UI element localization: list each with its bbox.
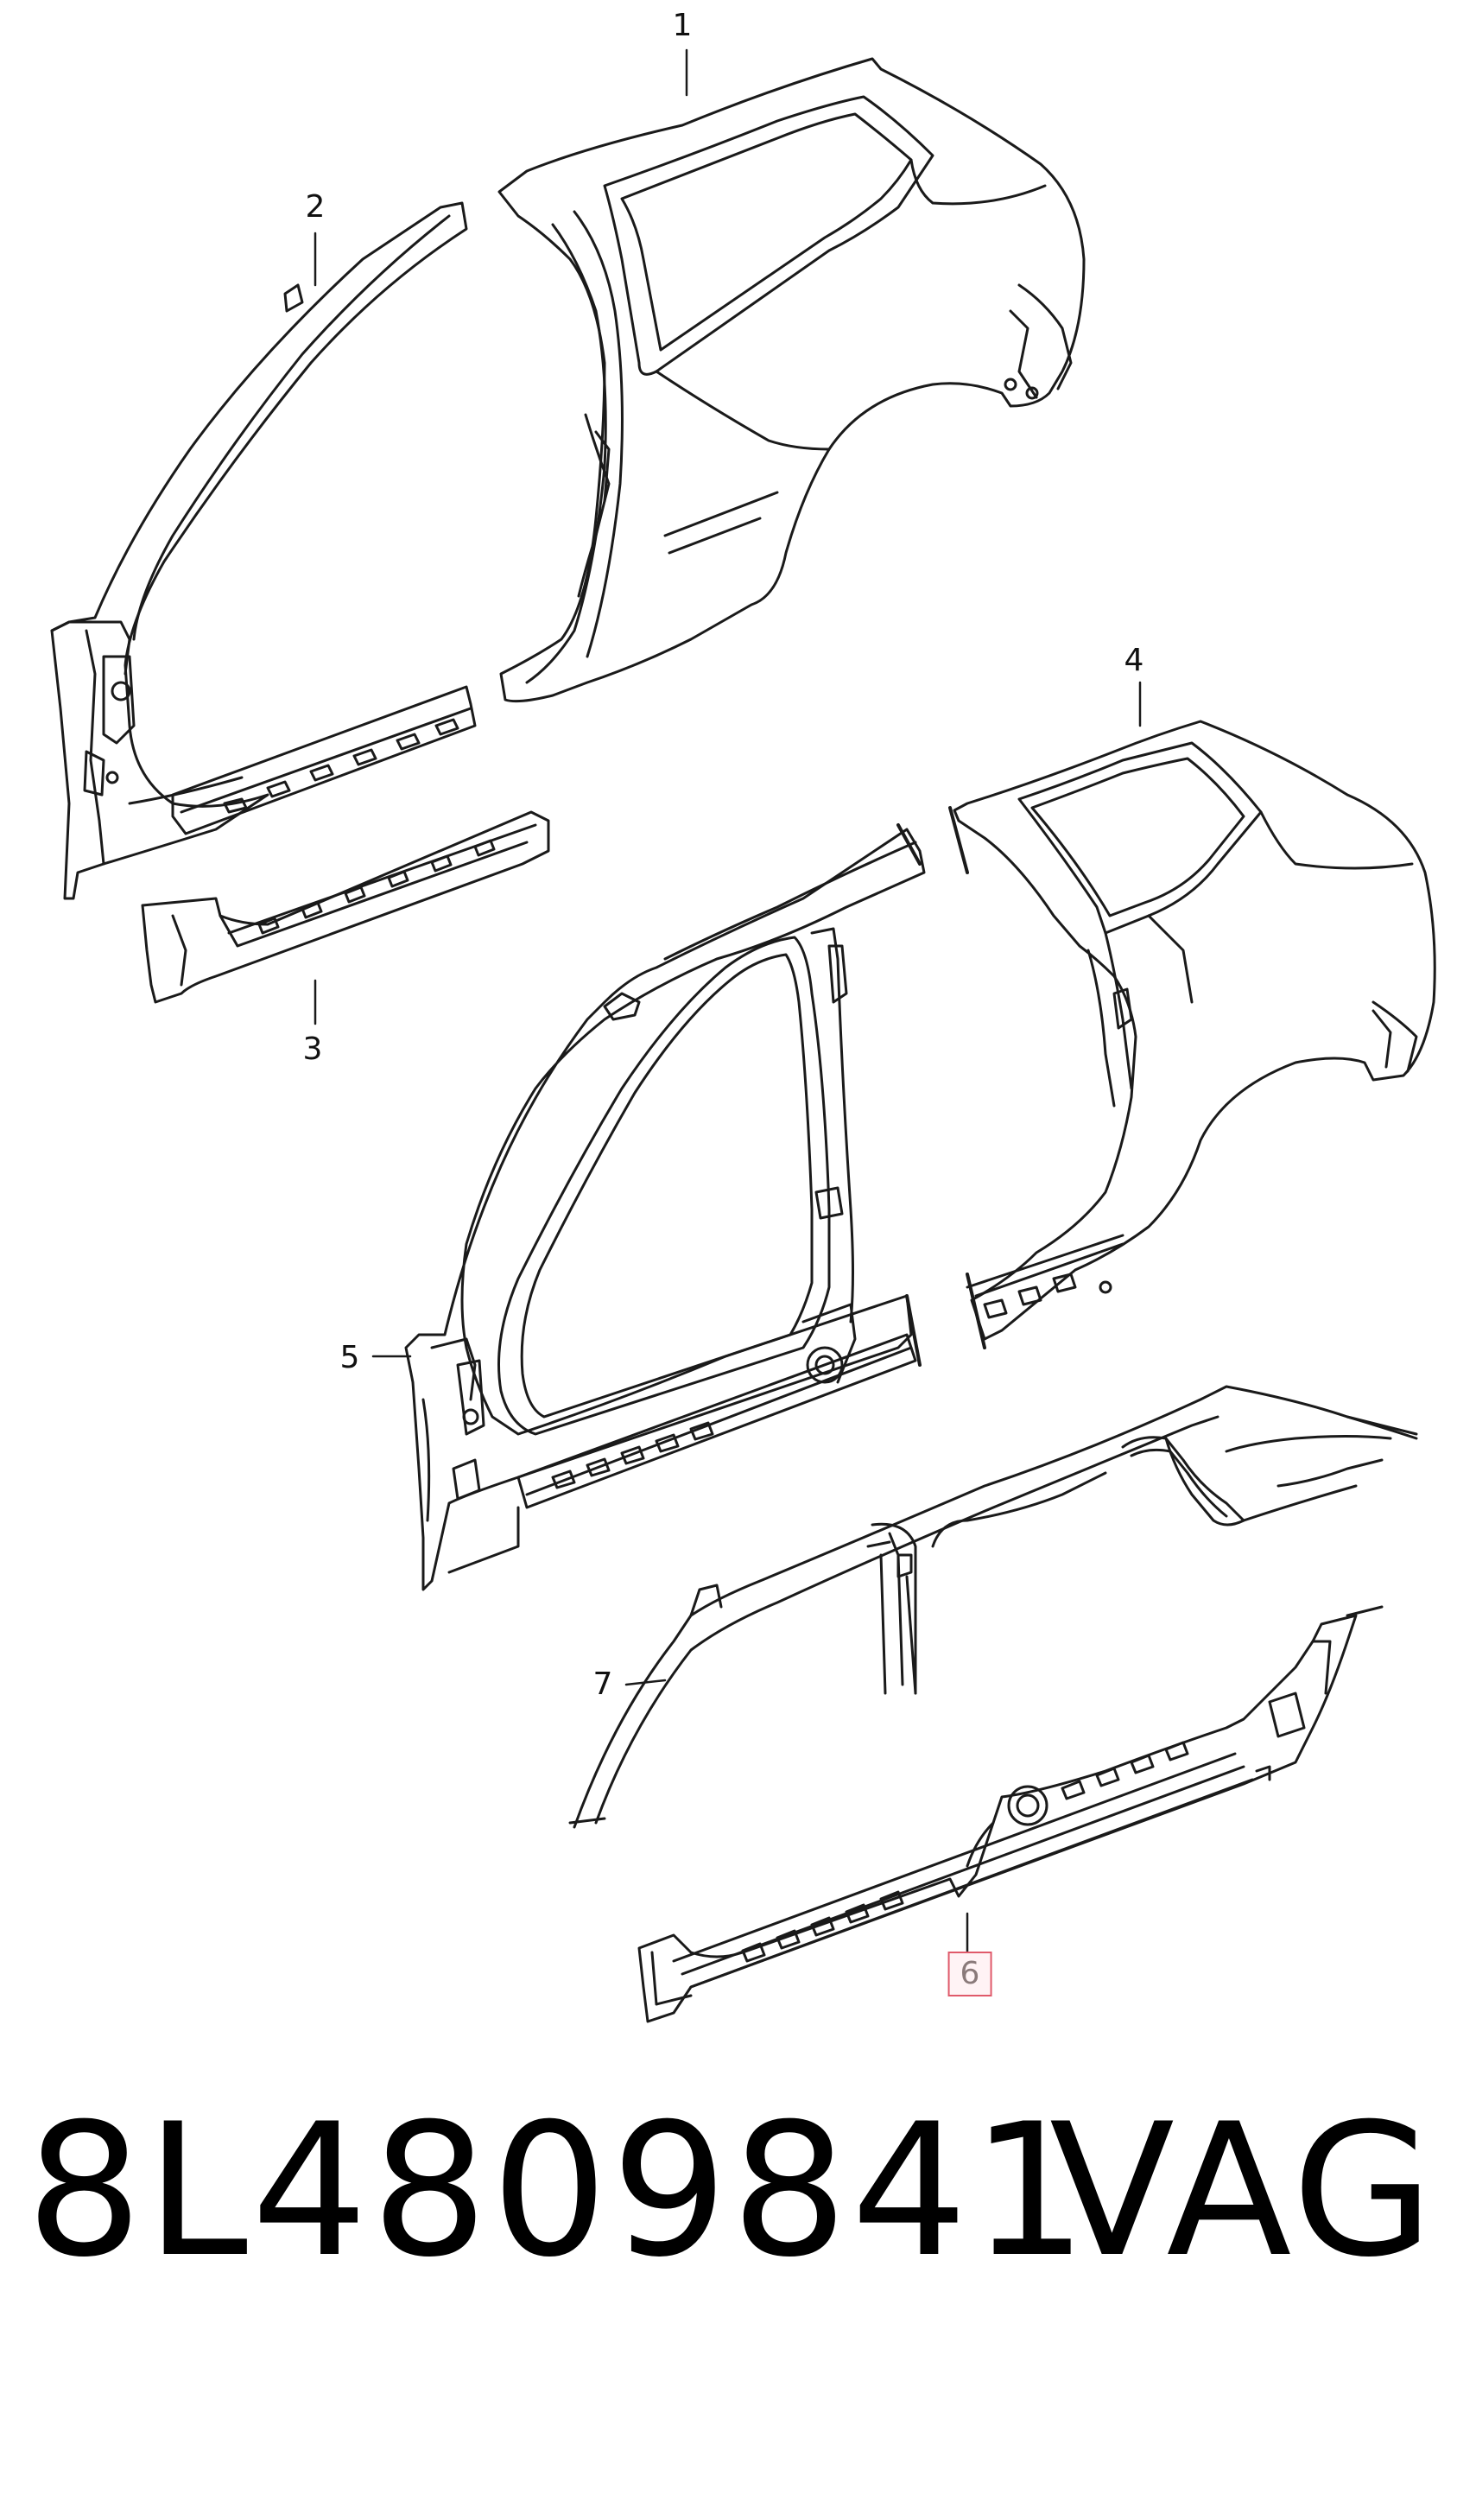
part-6-sill-outer	[637, 1614, 1358, 2023]
part-4-rear-side-panel	[953, 720, 1436, 1341]
callout-6[interactable]: 6	[947, 1952, 992, 1996]
callout-2: 2	[305, 189, 326, 225]
part-number: 8L4809841	[26, 2084, 1092, 2297]
callout-7: 7	[592, 1666, 613, 1702]
callout-5: 5	[339, 1340, 360, 1375]
brand-label: VAG	[1049, 2084, 1438, 2297]
part-7-side-frame-outer	[573, 1385, 1418, 1829]
leader-7	[624, 1679, 667, 1686]
callout-3: 3	[302, 1031, 323, 1067]
part-2-a-pillar-frame	[50, 201, 468, 900]
callout-1: 1	[672, 8, 693, 43]
break-marks-lower	[568, 1415, 1418, 1825]
footer: 8L4809841 VAG	[0, 2091, 1457, 2376]
leader-lines	[314, 48, 1142, 1958]
part-5-front-side-frame	[404, 828, 926, 1591]
part-3-sill-panel	[141, 810, 550, 1004]
part-1-rear-side-panel	[497, 57, 1086, 703]
part-2-sill-section	[171, 685, 477, 835]
callout-4: 4	[1124, 643, 1144, 678]
break-marks	[896, 806, 986, 1367]
